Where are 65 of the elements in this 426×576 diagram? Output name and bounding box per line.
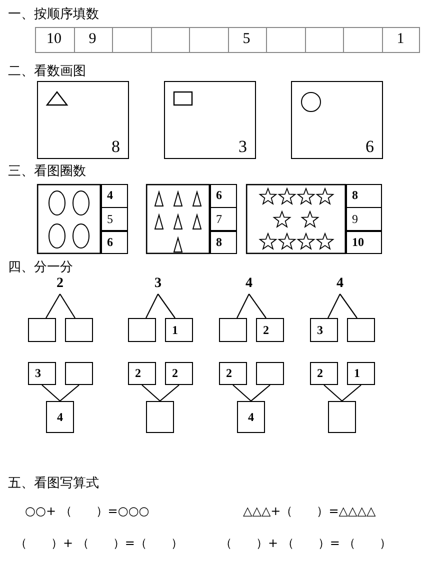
number-box: 4	[46, 401, 74, 433]
answer-cell: 8	[210, 230, 237, 254]
connector-line	[236, 294, 250, 318]
sequence-number: 5	[242, 31, 252, 48]
connector-line	[340, 294, 358, 318]
answer-box	[65, 362, 93, 385]
sequence-number: 1	[396, 31, 406, 48]
answer-cell: 8	[346, 184, 382, 208]
connector-line	[324, 384, 342, 402]
answer-box	[256, 362, 284, 385]
connector-line	[158, 294, 176, 318]
number-box: 2	[219, 362, 247, 385]
connector-line	[232, 384, 252, 402]
connector-line	[60, 384, 80, 402]
connector-line	[248, 294, 266, 318]
answer-cell: 6	[210, 184, 237, 208]
number-box: 1	[347, 362, 375, 385]
drawing-frame: 8	[37, 81, 129, 159]
number-box: 3	[310, 318, 338, 342]
total-number: 3	[148, 276, 168, 292]
number-box: 2	[310, 362, 338, 385]
answer-box	[146, 401, 174, 433]
connector-line	[146, 294, 158, 318]
answer-cell: 6	[101, 230, 128, 254]
number-box: 3	[28, 362, 56, 385]
answer-cell: 10	[346, 230, 382, 254]
answer-box	[328, 401, 356, 433]
total-number: 4	[239, 276, 259, 292]
answer-box	[65, 318, 93, 342]
section-heading: 二、看数画图	[8, 63, 86, 80]
total-number: 4	[330, 276, 350, 292]
number-box: 2	[128, 362, 156, 385]
answer-cell: 7	[210, 207, 237, 232]
sequence-number: 10	[46, 31, 62, 48]
number-box: 4	[237, 401, 265, 433]
section-heading: 四、分一分	[8, 259, 73, 276]
connector-line	[328, 294, 340, 318]
number-box: 2	[256, 318, 284, 342]
equation-text: △△△+（ ）=△△△△	[243, 503, 376, 520]
answer-box	[28, 318, 56, 342]
drawing-frame: 3	[164, 81, 256, 159]
equation-text: ○○+ （ ）=○○○	[25, 503, 150, 520]
connector-line	[160, 384, 180, 402]
connector-line	[342, 384, 362, 402]
answer-cell: 9	[346, 207, 382, 232]
drawing-frame: 6	[291, 81, 383, 159]
connector-line	[142, 384, 160, 402]
connector-line	[60, 294, 76, 318]
answer-box	[128, 318, 156, 342]
connector-line	[46, 294, 60, 318]
number-box: 1	[165, 318, 193, 342]
answer-box	[219, 318, 247, 342]
equation-text: （ ）+ （ ）=（ ）	[15, 535, 183, 552]
connector-line	[42, 384, 60, 402]
number-box: 2	[165, 362, 193, 385]
section-heading: 三、看图圈数	[8, 163, 86, 180]
answer-cell: 4	[101, 184, 128, 208]
section-heading: 五、看图写算式	[8, 475, 99, 492]
answer-box	[347, 318, 375, 342]
equation-text: （ ）+ （ ）= （ ）	[220, 535, 392, 552]
section-heading: 一、按顺序填数	[8, 6, 99, 23]
total-number: 2	[50, 276, 70, 292]
sequence-number: 9	[88, 31, 98, 48]
connector-line	[250, 384, 270, 402]
answer-cell: 5	[101, 207, 128, 232]
